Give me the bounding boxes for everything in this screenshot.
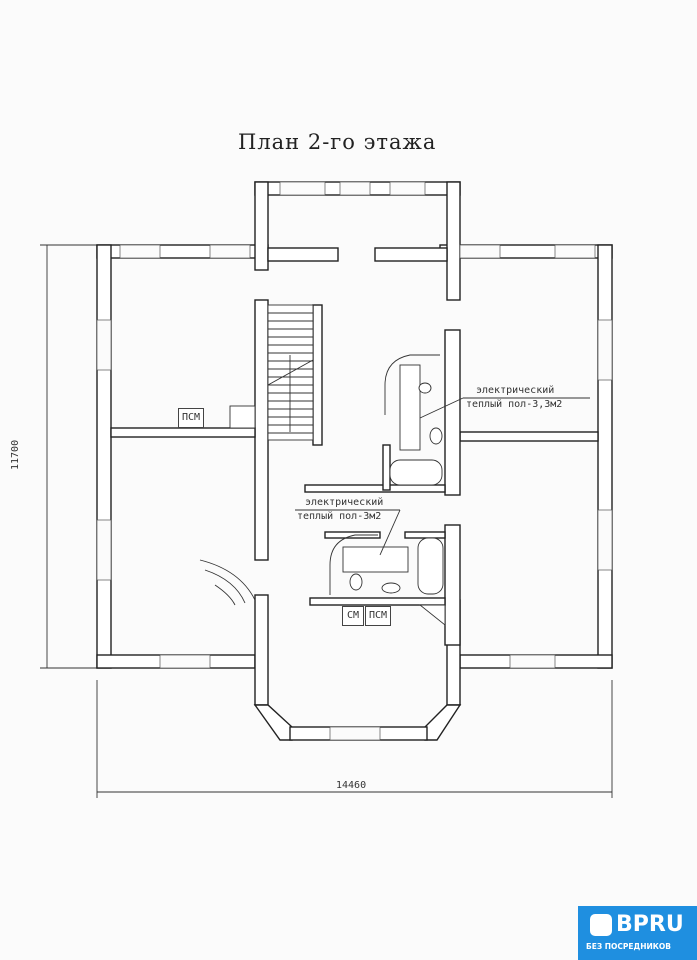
heated-floor-label-1b: теплый пол-3,3м2 (466, 399, 563, 410)
staircase (267, 304, 314, 441)
windows (96, 181, 613, 741)
plan-title: План 2-го этажа (238, 130, 437, 154)
washer-sm: СМ (342, 606, 364, 626)
bpru-watermark: BPRU БЕЗ ПОСРЕДНИКОВ (578, 906, 697, 960)
dimension-height (40, 244, 97, 669)
watermark-tagline: БЕЗ ПОСРЕДНИКОВ (586, 942, 672, 951)
key-house-icon (590, 914, 612, 936)
interior-walls (110, 247, 599, 646)
heated-floor-label-2a: электрический (305, 497, 384, 508)
bathtubs (389, 459, 444, 595)
curved-walls (199, 354, 440, 606)
dimension-height-label: 11700 (10, 439, 21, 470)
watermark-brand: BPRU (616, 912, 684, 937)
heated-floor-label-2b: теплый пол-3м2 (297, 511, 382, 522)
sanitary-fixtures (229, 382, 446, 626)
washer-psm-bottom: ПСМ (365, 606, 391, 626)
heated-floor-label-1a: электрический (476, 385, 555, 396)
dimension-width-label: 14460 (336, 780, 367, 791)
heated-floor-areas (342, 364, 421, 573)
washer-psm-left: ПСМ (178, 408, 204, 428)
dimension-width (96, 680, 613, 798)
